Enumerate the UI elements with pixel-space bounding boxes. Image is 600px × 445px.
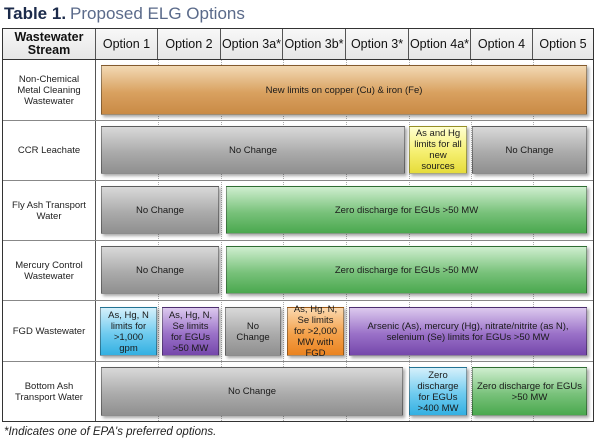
header-option-5: Option 5: [533, 29, 593, 59]
table-number: Table 1.: [4, 4, 67, 23]
cell-bottom-ash-options-4-5: Zero discharge for EGUs >50 MW: [472, 367, 587, 416]
row-divider: [3, 361, 593, 362]
cell-ccr-no-change-right: No Change: [472, 126, 587, 174]
header-option-1: Option 1: [96, 29, 158, 59]
cell-fly-ash-zero-discharge: Zero discharge for EGUs >50 MW: [226, 186, 587, 234]
cell-bottom-ash-no-change: No Change: [101, 367, 403, 416]
table-caption: Proposed ELG Options: [70, 4, 245, 23]
header-option-3: Option 3*: [346, 29, 409, 59]
elg-options-table: Wastewater Stream Option 1 Option 2 Opti…: [2, 28, 594, 422]
header-stream: Wastewater Stream: [3, 29, 96, 59]
cell-fgd-option-1: As, Hg, N limits for >1,000 gpm: [100, 307, 157, 356]
row-divider: [3, 240, 593, 241]
cell-fgd-option-3b: As, Hg, N, Se limits for >2,000 MW with …: [287, 304, 344, 359]
row-label-fgd: FGD Wastewater: [3, 301, 96, 361]
row-label-mercury-control: Mercury Control Wastewater: [3, 241, 96, 300]
cell-metal-cleaning-all: New limits on copper (Cu) & iron (Fe): [101, 65, 587, 115]
header-option-4a: Option 4a*: [409, 29, 471, 59]
row-label-fly-ash: Fly Ash Transport Water: [3, 181, 96, 240]
header-divider: [3, 59, 593, 60]
row-label-metal-cleaning: Non-Chemical Metal Cleaning Wastewater: [3, 60, 96, 120]
table-title: Table 1.Proposed ELG Options: [4, 3, 245, 25]
cell-fgd-option-3a: No Change: [225, 307, 281, 356]
cell-fgd-options-3-to-5: Arsenic (As), mercury (Hg), nitrate/nitr…: [349, 307, 587, 356]
row-label-ccr-leachate: CCR Leachate: [3, 121, 96, 180]
row-divider: [3, 300, 593, 301]
row-divider: [3, 120, 593, 121]
cell-mercury-no-change: No Change: [101, 246, 219, 294]
footnote: *Indicates one of EPA's preferred option…: [4, 426, 217, 438]
row-divider: [3, 180, 593, 181]
header-option-3b: Option 3b*: [283, 29, 346, 59]
cell-fgd-option-2: As, Hg, N, Se limits for EGUs >50 MW: [162, 307, 219, 356]
cell-ccr-option-4a: As and Hg limits for all new sources: [409, 126, 467, 174]
cell-mercury-zero-discharge: Zero discharge for EGUs >50 MW: [226, 246, 587, 294]
header-option-3a: Option 3a*: [221, 29, 283, 59]
cell-bottom-ash-option-4a: Zero discharge for EGUs >400 MW: [409, 367, 467, 416]
cell-ccr-no-change: No Change: [101, 126, 405, 174]
header-option-2: Option 2: [158, 29, 221, 59]
cell-fly-ash-no-change: No Change: [101, 186, 219, 234]
row-label-bottom-ash: Bottom Ash Transport Water: [3, 362, 96, 421]
header-option-4: Option 4: [471, 29, 533, 59]
